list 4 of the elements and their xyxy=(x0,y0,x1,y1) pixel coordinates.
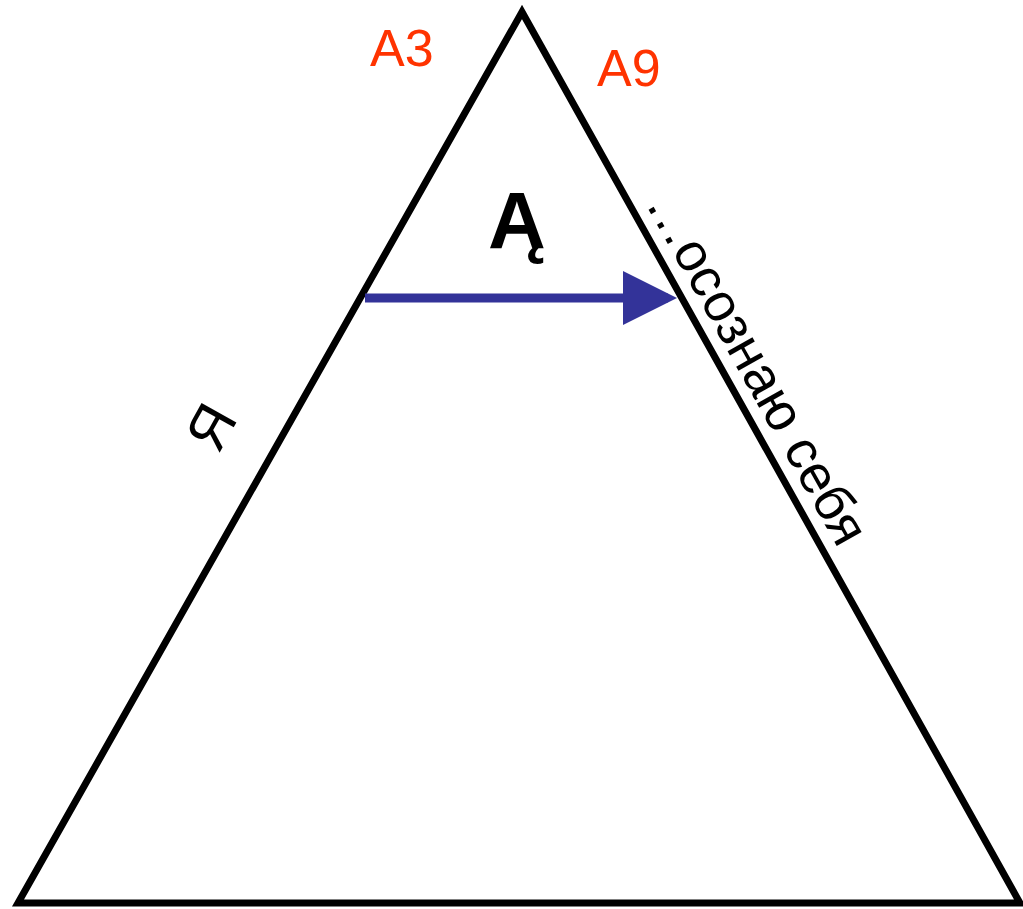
side-label: Я xyxy=(175,394,247,460)
vertex-label: A3 xyxy=(370,22,434,74)
vertex-label: A9 xyxy=(597,42,661,94)
triangle-shape xyxy=(12,4,1023,907)
